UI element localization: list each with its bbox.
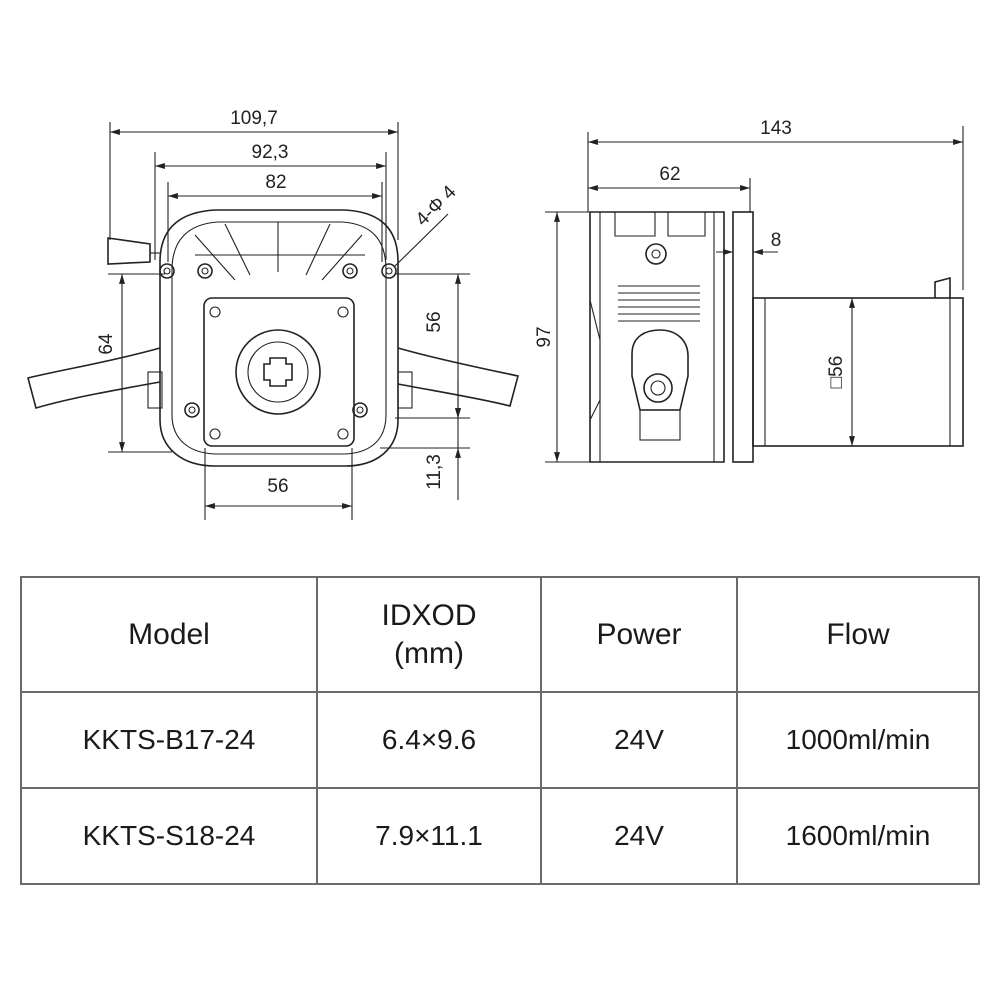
dim-overall-width: 109,7 [230,108,278,129]
header-idxod: IDXOD (mm) [316,576,542,693]
dim-width-inner: 82 [265,172,286,193]
table-row: KKTS-B17-24 6.4×9.6 24V 1000ml/min [20,691,980,789]
cell-idxod: 7.9×11.1 [316,787,542,885]
side-view: 143 62 8 97 □56 [534,118,964,463]
header-idxod-line1: IDXOD [381,598,477,632]
technical-drawing: 109,7 92,3 82 4-Φ 4 64 56 11,3 56 [27,108,964,520]
right-tube [397,347,519,407]
table-header-row: Model IDXOD (mm) Power Flow [20,576,980,693]
left-tube [27,347,161,409]
cell-power: 24V [540,787,738,885]
shaft-cross [263,357,293,387]
dim-head-length: 62 [659,164,680,185]
header-power: Power [540,576,738,693]
dim-flange-thickness: 8 [771,230,782,251]
side-vents [618,285,700,322]
cell-model: KKTS-S18-24 [20,787,318,885]
motor-body [752,297,964,447]
pump-housing [159,209,399,467]
mounting-holes [159,263,397,418]
cell-power: 24V [540,691,738,789]
dim-width-mid: 92,3 [252,142,289,163]
clamp-lever [631,329,689,411]
cell-model: KKTS-B17-24 [20,691,318,789]
dim-height-right: 56 [424,311,445,332]
pump-head-body [589,211,725,463]
tube-stub [107,237,151,265]
dim-hole-callout: 4-Φ 4 [412,181,461,230]
header-idxod-line2: (mm) [394,636,464,670]
cell-flow: 1000ml/min [736,691,980,789]
dim-overall-height: 97 [534,326,555,347]
dim-height-left: 64 [96,333,117,355]
cell-idxod: 6.4×9.6 [316,691,542,789]
header-model: Model [20,576,318,693]
cover-ribs [194,222,365,281]
rotor [235,329,321,415]
spec-table: Model IDXOD (mm) Power Flow KKTS-B17-24 … [20,576,980,885]
dim-bottom-offset: 11,3 [424,454,445,490]
table-row: KKTS-S18-24 7.9×11.1 24V 1600ml/min [20,787,980,885]
dim-overall-length: 143 [760,118,792,139]
header-flow: Flow [736,576,980,693]
cell-flow: 1600ml/min [736,787,980,885]
mount-flange [732,211,754,463]
motor-face [203,297,355,447]
front-view: 109,7 92,3 82 4-Φ 4 64 56 11,3 56 [27,108,519,520]
dim-motor-square: □56 [826,356,847,389]
dim-base-width: 56 [267,476,288,497]
